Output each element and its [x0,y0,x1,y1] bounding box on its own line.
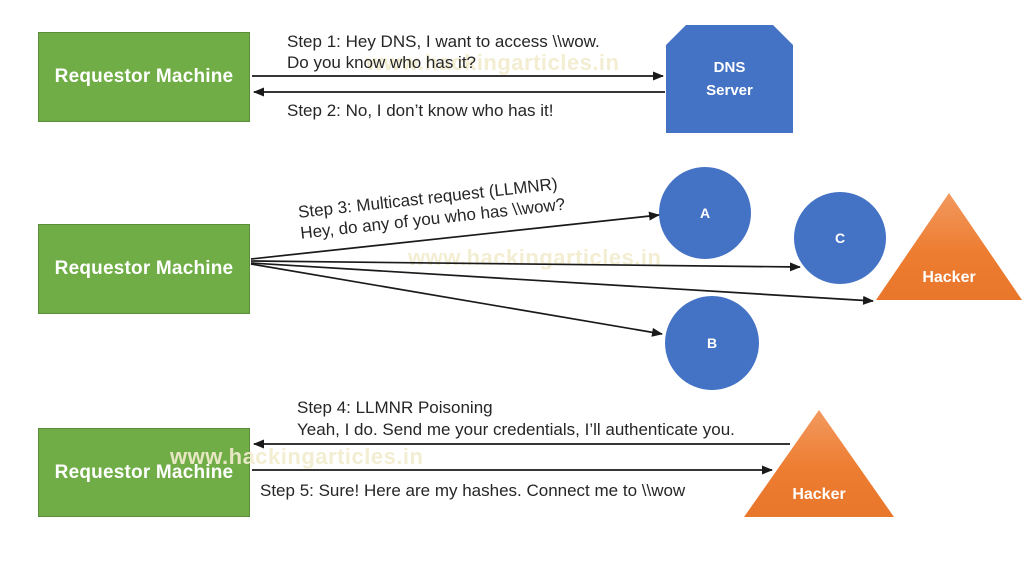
hacker-label: Hacker [922,269,976,286]
arrow-multicast-to-hacker [250,262,874,305]
machine-node-b-label: B [706,335,718,351]
step1-text: Step 1: Hey DNS, I want to access \\wow.… [287,31,600,73]
requestor-machine-box-middle: Requestor Machine [38,224,250,314]
arrow-multicast-to-c [250,260,801,272]
requestor-machine-label: Requestor Machine [54,258,234,279]
step5-text: Step 5: Sure! Here are my hashes. Connec… [260,481,686,500]
machine-node-c: C [794,192,886,284]
machine-node-c-label: C [834,230,846,246]
requestor-machine-label: Requestor Machine [54,461,234,483]
arrow-multicast-to-b [250,263,663,337]
machine-node-a-label: A [699,205,711,221]
step1-line1: Step 1: Hey DNS, I want to access \\wow. [287,32,600,51]
machine-node-a: A [659,167,751,259]
watermark-top: www.hackingarticles.in [366,50,620,75]
step4-line2: Yeah, I do. Send me your credentials, I’… [297,420,735,439]
arrow-multicast-to-a [250,211,660,260]
requestor-machine-box-bottom: Requestor Machine [38,428,250,517]
step2-text: Step 2: No, I don’t know who has it! [287,101,554,120]
watermark-bottom: www.hackingarticles.in [170,444,424,469]
machine-node-b: B [665,296,759,390]
dns-server-label-line1: DNS [713,59,746,76]
step4-text: Step 4: LLMNR Poisoning Yeah, I do. Send… [297,397,735,441]
requestor-machine-box-top: Requestor Machine [38,32,250,122]
dns-server-label-line2: Server [706,82,753,99]
dns-server-box: DNS Server [666,25,793,133]
step4-line1: Step 4: LLMNR Poisoning [297,398,493,417]
requestor-machine-label: Requestor Machine [54,66,234,87]
hacker-label: Hacker [792,486,846,503]
step1-line2: Do you know who has it? [287,53,476,72]
